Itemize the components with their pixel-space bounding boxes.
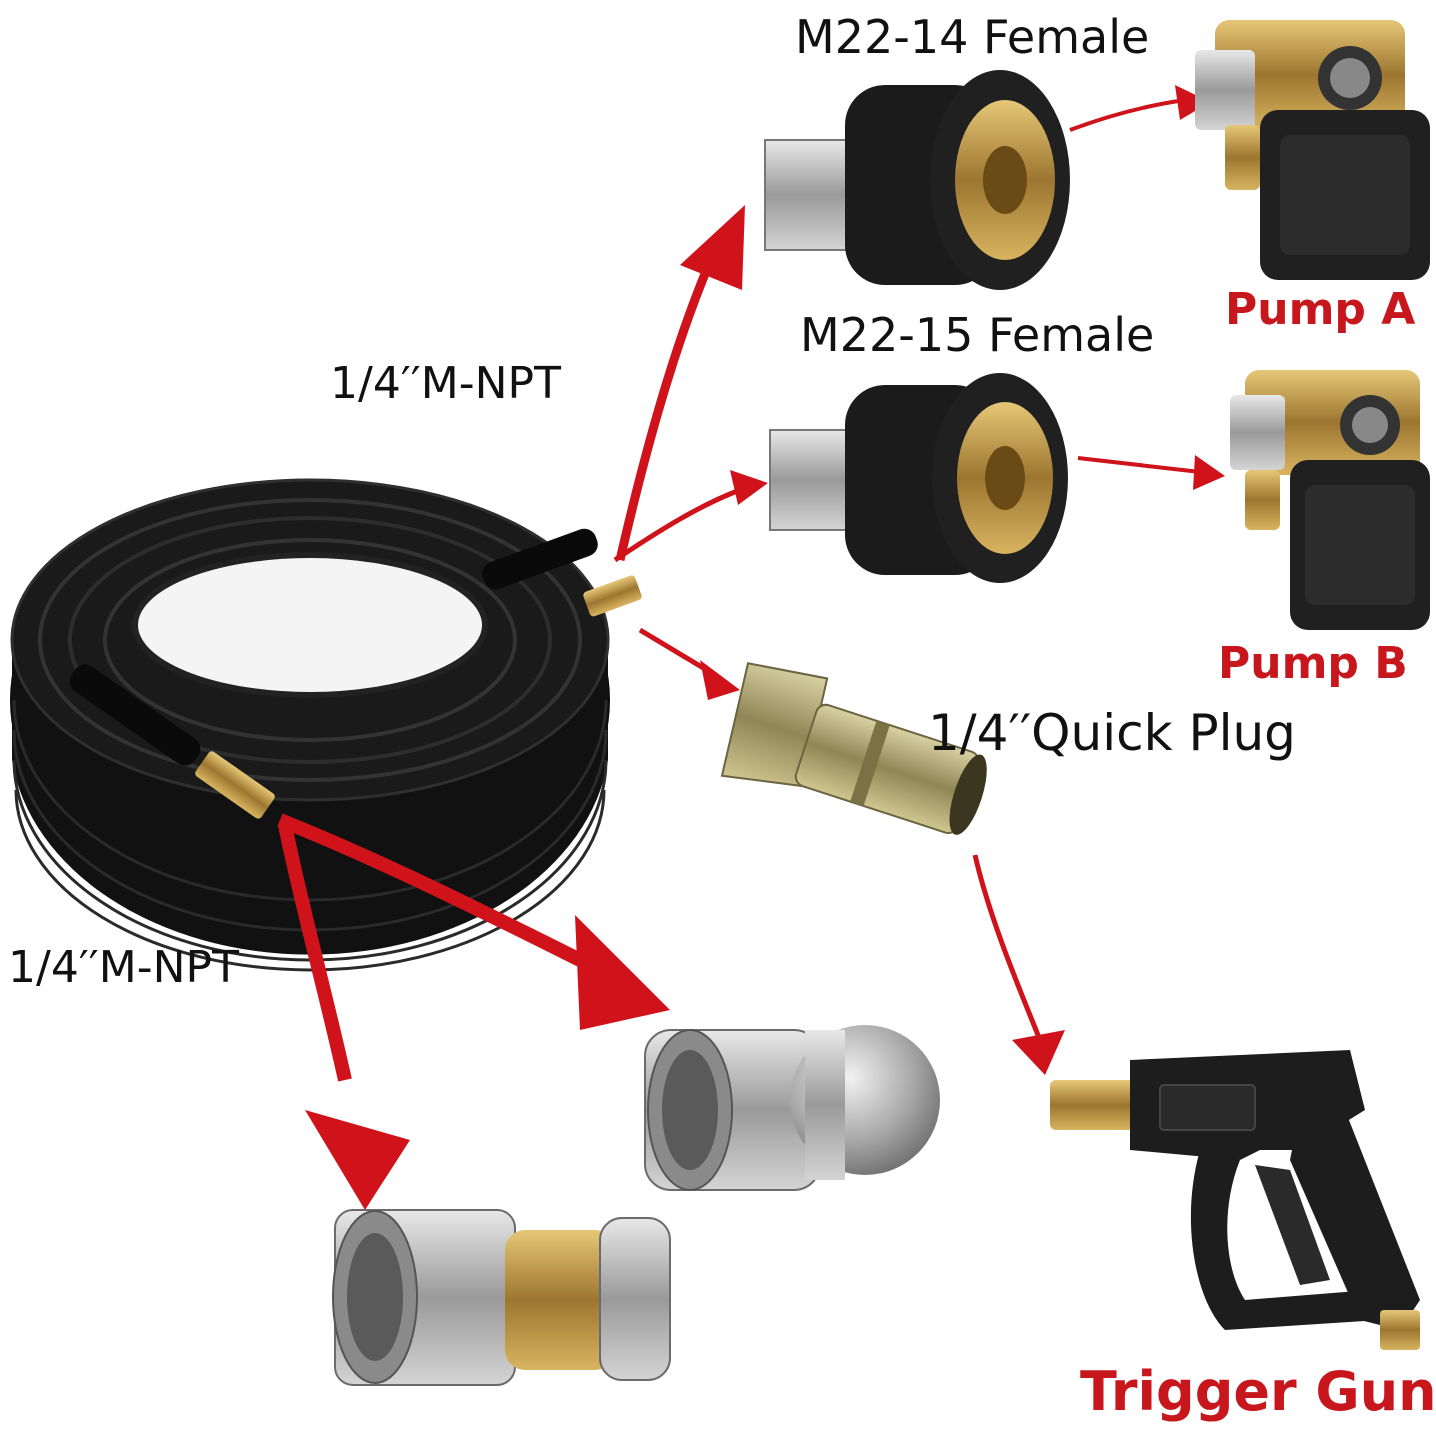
connection-arrows	[277, 85, 1225, 1210]
quick-plug-label: 1/4′′Quick Plug	[928, 704, 1296, 762]
trigger-gun-label: Trigger Gun	[1080, 1360, 1436, 1423]
m22-15-label: M22-15 Female	[800, 308, 1155, 362]
pump-b-label: Pump B	[1218, 638, 1408, 689]
quick-plug	[720, 662, 987, 835]
m22-15-coupler	[769, 373, 1068, 583]
m22-14-coupler	[764, 70, 1070, 290]
npt-bottom-label: 1/4′′M-NPT	[8, 942, 239, 993]
m22-14-label: M22-14 Female	[795, 10, 1150, 64]
pump-a	[1195, 20, 1430, 280]
trigger-gun	[1050, 1050, 1420, 1350]
pump-a-label: Pump A	[1225, 284, 1416, 335]
rotating-nozzle	[332, 1209, 671, 1386]
npt-top-label: 1/4′′M-NPT	[330, 358, 561, 409]
hose-reel	[10, 478, 642, 972]
button-nozzle	[644, 1025, 940, 1191]
pump-b	[1230, 370, 1430, 630]
